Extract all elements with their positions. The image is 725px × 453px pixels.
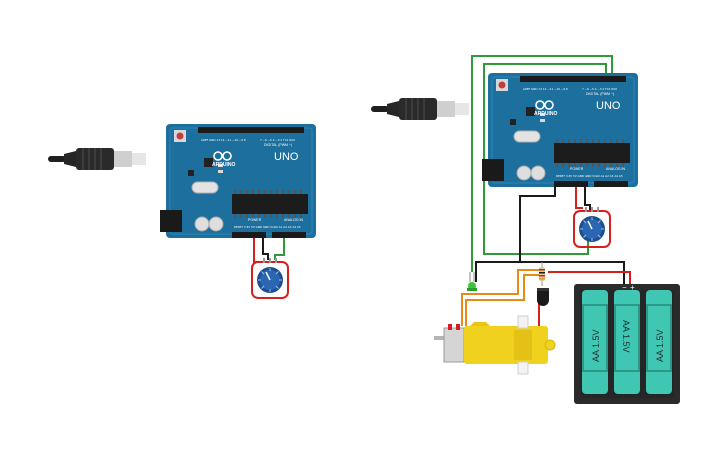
battery-pack[interactable]: − + AA 1.5V AA 1.5V AA 1.5V <box>574 283 680 404</box>
arduino-logo-right <box>535 100 554 110</box>
arduino-logo-left <box>213 151 232 161</box>
board-model-right: UNO <box>596 100 621 112</box>
battery-cell-label-3: AA 1.5V <box>655 329 665 362</box>
board-analog-label-right: ANALOG IN <box>606 167 626 171</box>
usb-cable-left[interactable] <box>48 148 146 170</box>
board-brand-right: ARDUINO <box>534 111 557 117</box>
board-digital-label-left: DIGITAL (PWM ~) <box>264 143 292 147</box>
board-brand-left: ARDUINO <box>212 162 235 168</box>
board-power-label-left: POWER <box>248 218 262 222</box>
usb-cable-right[interactable] <box>371 98 469 120</box>
battery-cell-label-1: AA 1.5V <box>591 329 601 362</box>
battery-plus-label: + <box>630 283 635 292</box>
board-power-label-right: POWER <box>570 167 584 171</box>
arduino-board-left[interactable]: ARDUINO UNO DIGITAL (PWM ~) POWER ANALOG… <box>159 123 317 239</box>
transistor[interactable] <box>537 288 549 306</box>
battery-cell-label-2: AA 1.5V <box>621 320 631 353</box>
potentiometer-right[interactable] <box>573 206 611 248</box>
dc-motor[interactable] <box>434 315 556 375</box>
led-green[interactable] <box>467 272 477 291</box>
board-model-left: UNO <box>274 151 299 163</box>
wires-pot-right <box>575 187 591 210</box>
board-digital-label-right: DIGITAL (PWM ~) <box>586 92 614 96</box>
battery-minus-label: − <box>622 283 627 292</box>
wires-black-right <box>475 187 625 285</box>
potentiometer-left[interactable] <box>251 257 289 299</box>
resistor[interactable] <box>539 262 545 286</box>
arduino-board-right[interactable]: ARDUINO UNO DIGITAL (PWM ~) POWER ANALOG… <box>481 72 639 188</box>
wires-orange-right <box>461 269 540 326</box>
board-analog-label-left: ANALOG IN <box>284 218 304 222</box>
